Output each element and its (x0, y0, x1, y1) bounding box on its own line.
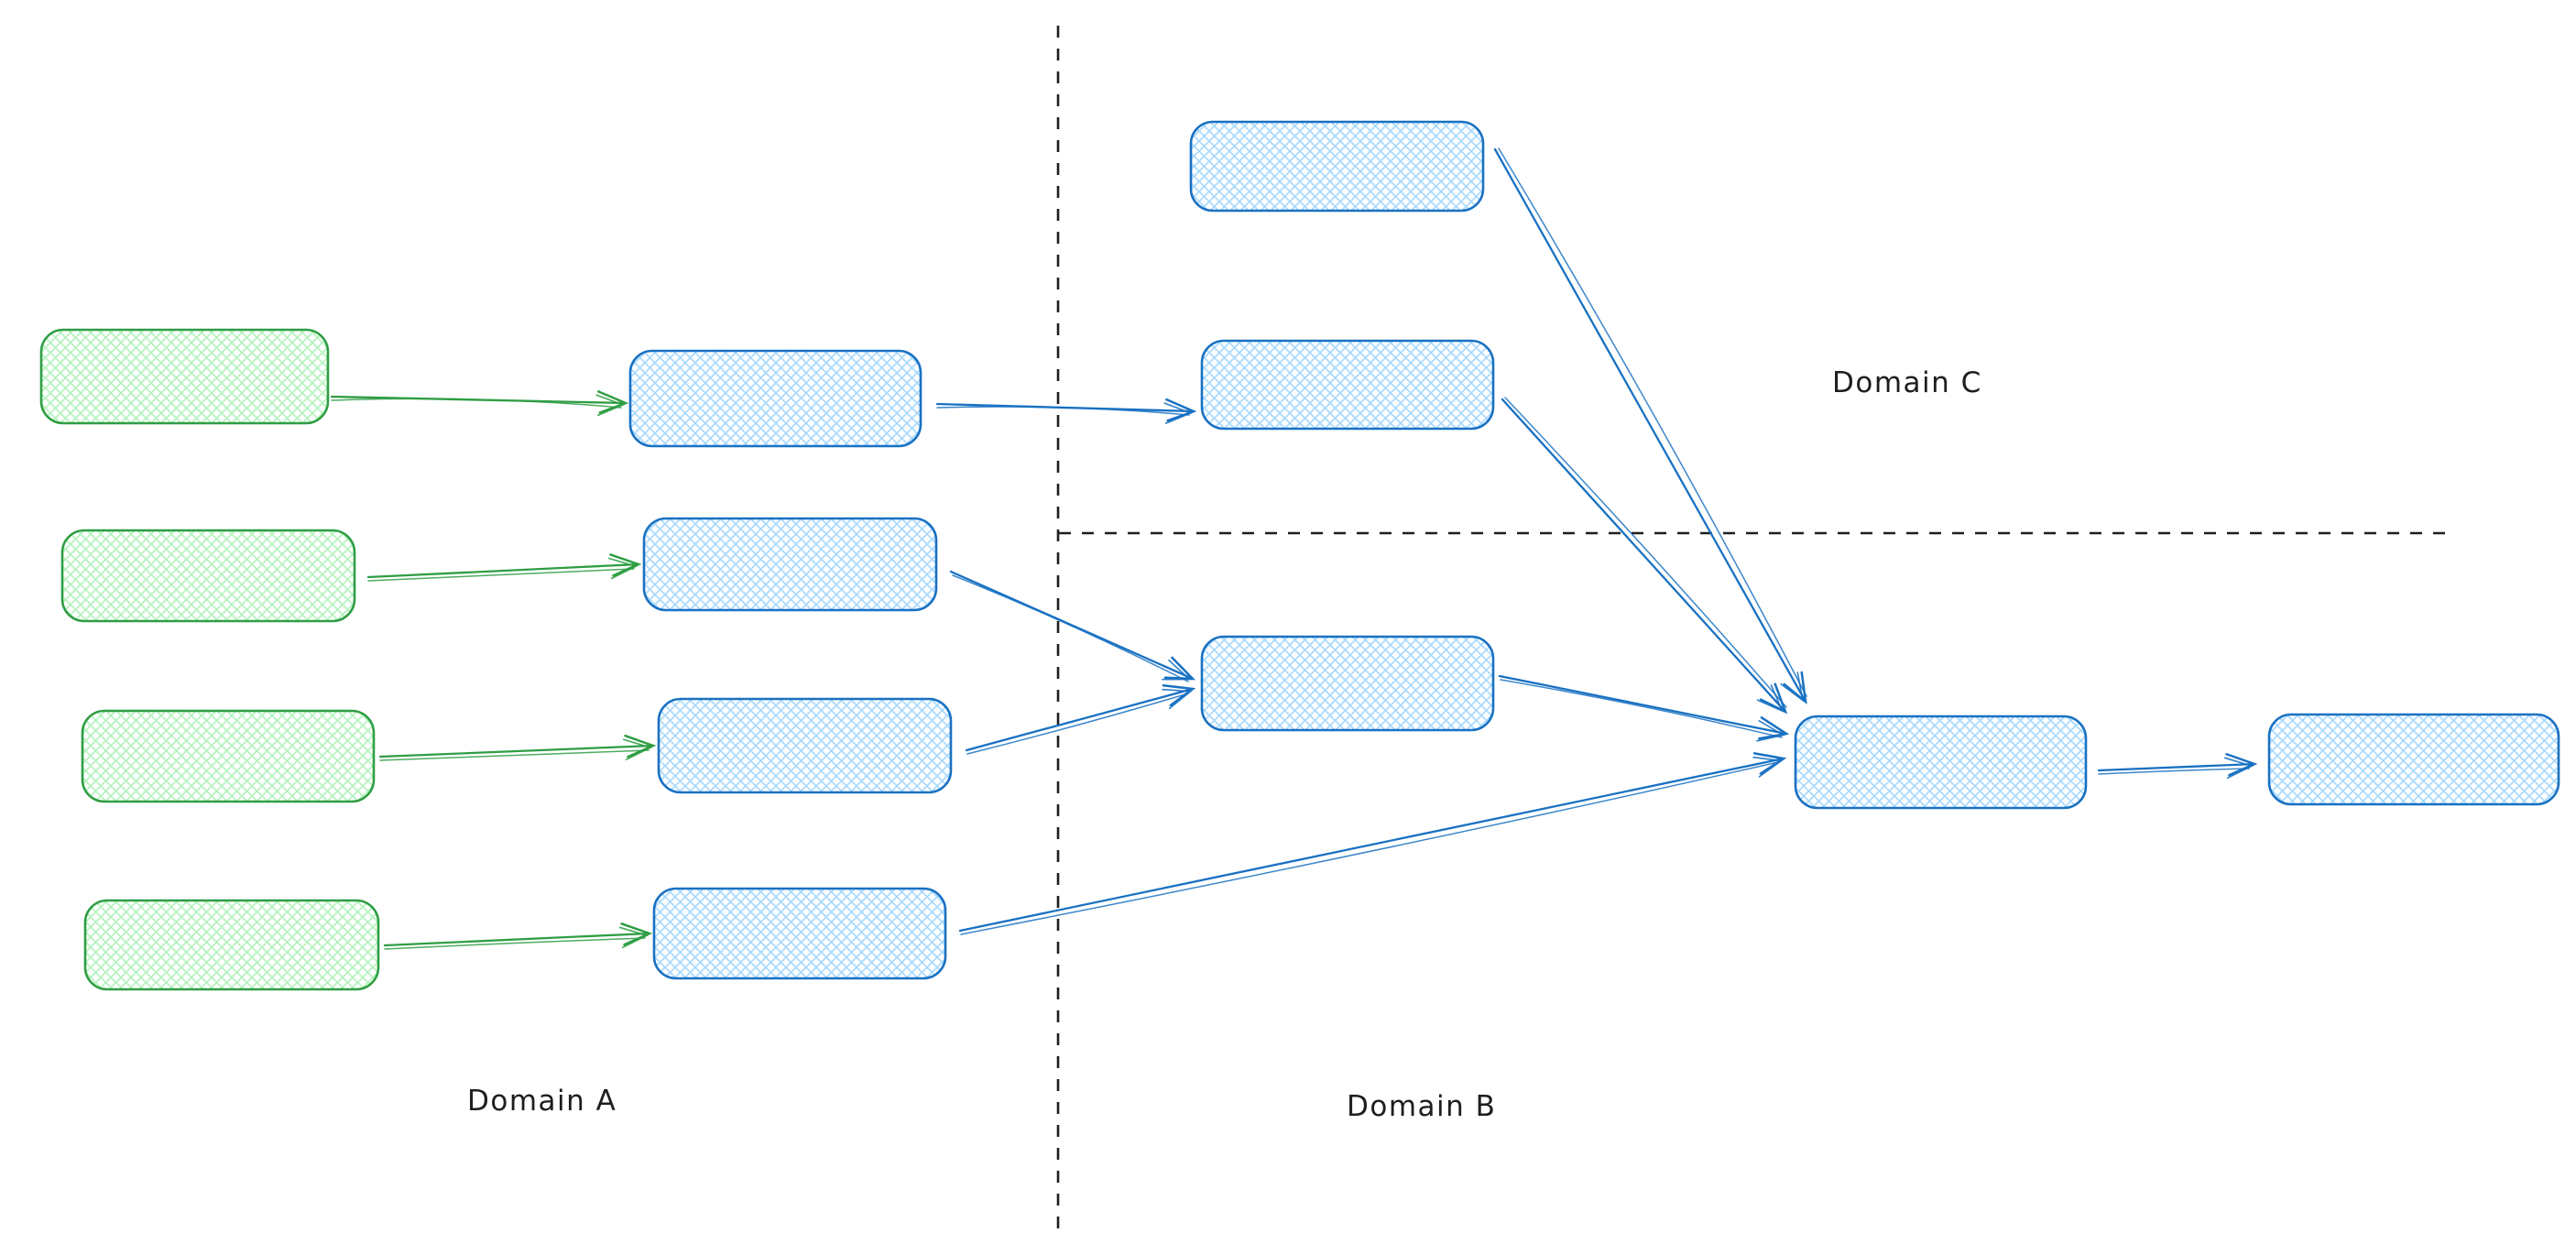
edge-blue-b1-blue-hub[interactable] (1498, 674, 1790, 742)
node-blue-a3[interactable] (657, 697, 953, 794)
node-blue-out[interactable] (2267, 713, 2560, 806)
edge-blue-c1-blue-hub[interactable] (1493, 147, 1807, 704)
node-green-2[interactable] (60, 529, 356, 623)
node-blue-a2[interactable] (642, 517, 938, 612)
node-green-1[interactable] (39, 328, 330, 425)
label-domain-c: Domain C (1832, 366, 1982, 399)
edge-green-1-blue-a1[interactable] (330, 390, 629, 417)
edge-green-3-blue-a3[interactable] (378, 734, 657, 761)
edge-blue-a1-blue-c2[interactable] (935, 398, 1197, 424)
node-green-4[interactable] (83, 899, 380, 991)
label-domain-b: Domain B (1347, 1090, 1496, 1123)
edge-green-2-blue-a2[interactable] (366, 553, 642, 582)
edge-blue-a3-blue-b1[interactable] (965, 684, 1196, 755)
node-green-3[interactable] (81, 709, 376, 803)
edge-blue-a2-blue-b1[interactable] (949, 570, 1196, 682)
edge-blue-c2-blue-hub[interactable] (1501, 397, 1788, 715)
node-blue-hub[interactable] (1794, 715, 2088, 810)
node-blue-c1[interactable] (1189, 120, 1485, 213)
node-blue-a1[interactable] (628, 349, 922, 448)
edge-blue-hub-blue-out[interactable] (2097, 752, 2258, 780)
label-domain-a: Domain A (467, 1085, 617, 1118)
node-blue-a4[interactable] (652, 887, 947, 980)
node-blue-c2[interactable] (1200, 339, 1495, 431)
edge-blue-a4-blue-hub[interactable] (958, 752, 1787, 935)
edge-green-4-blue-a4[interactable] (383, 922, 653, 950)
node-blue-b1[interactable] (1200, 635, 1495, 732)
